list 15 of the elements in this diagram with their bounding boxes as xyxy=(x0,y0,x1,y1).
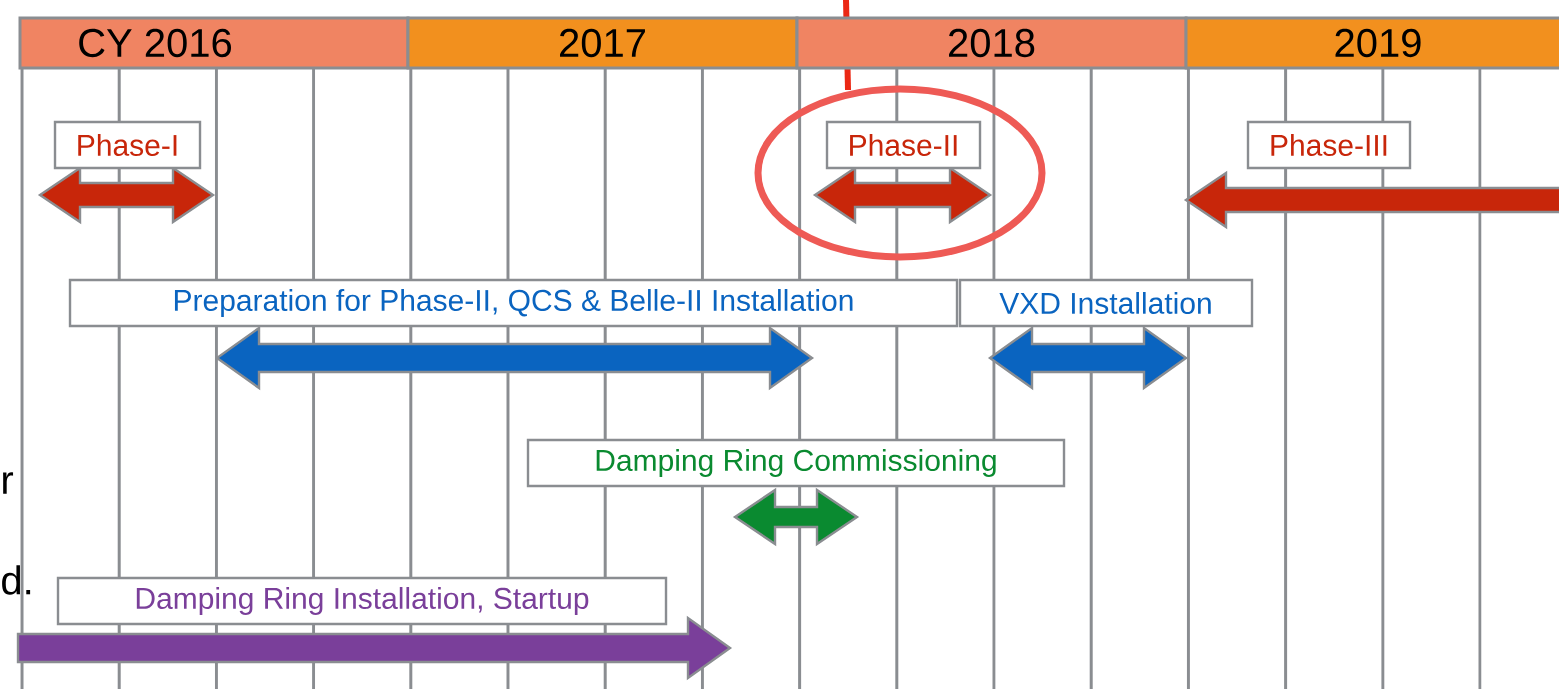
timeline-bar: Damping Ring Commissioning xyxy=(526,438,1066,547)
timeline-bar: Phase-I xyxy=(37,120,216,225)
text-fragment: r xyxy=(3,472,14,494)
node-label: Phase-I xyxy=(78,133,177,156)
node-label: Damping Ring Installation, Startup xyxy=(136,587,589,615)
timeline-bar: Phase-II xyxy=(812,120,993,225)
node-label: Phase-II xyxy=(850,133,957,156)
year-band: 2019 xyxy=(1184,16,1559,70)
year-band: 2017 xyxy=(406,16,799,70)
node-label: Phase-III xyxy=(1271,133,1387,156)
year-band: 2018 xyxy=(795,16,1188,70)
year-band: CY 2016 xyxy=(18,16,410,70)
timeline-bar: Preparation for Phase-II, QCS & Belle-II Installation xyxy=(68,278,959,391)
timeline-bar: Phase-III xyxy=(1183,120,1559,230)
timeline-bar: VXD Installation xyxy=(958,278,1254,391)
